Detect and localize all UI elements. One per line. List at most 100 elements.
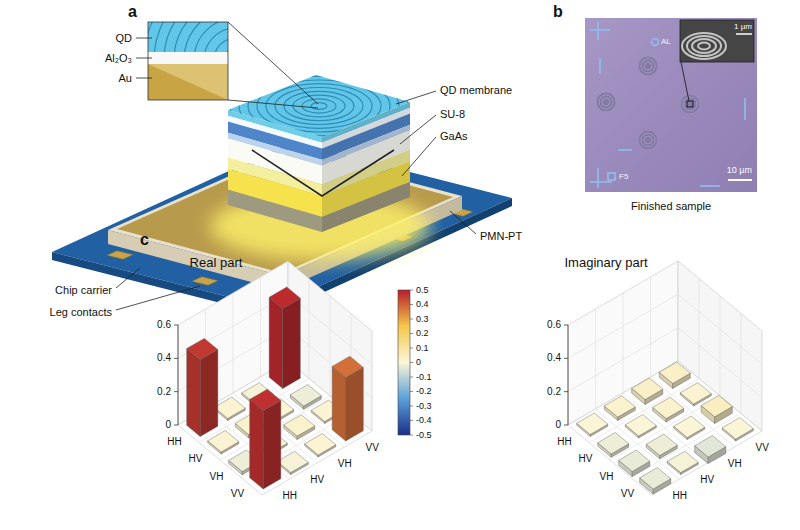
ring [311,103,327,110]
marker [590,181,612,183]
bar-top [667,451,698,472]
bar-top [284,415,315,436]
ring [302,99,336,113]
colorbar-tick: 0.3 [416,315,429,324]
tick-mark [410,290,413,291]
membrane-top [228,75,410,137]
bar-top [250,389,281,410]
bar-top [619,450,650,472]
part-label: Chip carrier [55,285,112,296]
part-label: Leg contacts [50,307,112,318]
leg-contact [192,277,218,286]
bar-top [604,396,635,417]
ring [644,62,652,70]
bar-top [674,416,705,438]
sem-ring [698,43,710,50]
zoom-line [681,62,689,101]
leader-line [400,115,436,144]
zoom-line [228,22,318,104]
bar-face [332,366,346,441]
tick-mark [564,391,568,392]
axis-tick: 0.6 [157,320,171,330]
axis-category: VH [210,472,224,482]
axis-category: HH [283,491,297,501]
ring [602,98,610,106]
sem-inset [680,20,754,62]
axis-tick: 0.6 [547,320,561,330]
inset-au-shine [148,64,228,100]
tick-mark [410,406,413,407]
bar-top [269,287,300,309]
grid-line [568,294,762,364]
grid-line [233,293,234,393]
axis-category: VH [728,459,742,469]
tick-mark [564,358,568,359]
grid-line [650,277,651,377]
grid-line [309,278,310,378]
leader-line [402,137,436,176]
tick-mark [174,425,178,426]
marker [700,185,720,187]
bar-top [659,362,690,384]
sample-disc [638,130,658,150]
layer-label: GaAs [440,131,468,142]
panel-caption: Finished sample [631,201,711,212]
bar-face [250,399,264,489]
leader-line [116,286,200,310]
bar-top [290,385,321,407]
wire [252,150,394,196]
colorbar-tick: 0.1 [416,344,429,353]
bar-top [701,395,732,416]
colorbar-tick: 0.2 [416,329,429,338]
ring [266,84,372,129]
axis-tick: 0.2 [547,387,561,397]
inset-al2o3 [148,52,228,64]
tick-mark [410,391,413,392]
bar-top [187,338,218,359]
leader-line [136,38,152,39]
tick-mark [564,425,568,426]
ring [214,38,228,52]
marker [597,168,599,188]
stack-layer [228,190,322,232]
axis-category: HV [579,454,593,464]
bar-top [577,413,608,435]
axis-category: VV [231,489,244,499]
z-axis [568,325,569,425]
ring [154,22,228,52]
ring [174,22,228,52]
bar-face [346,367,364,441]
tick-mark [174,391,178,392]
ring [230,69,408,144]
grid-line [623,293,624,393]
bar-top [598,433,629,455]
bar-face [263,400,281,489]
colorbar-tick: -0.3 [416,402,432,411]
bar-top [640,468,671,490]
tick-mark [410,435,413,436]
panel-letter: a [128,4,137,20]
marker [597,22,599,40]
sem-ring [687,36,721,56]
leader-line [450,211,476,234]
panel-letter: c [140,232,149,248]
marker [652,39,659,46]
scale-bar [736,33,752,35]
leader-line [136,78,152,79]
ring [224,48,228,52]
chart-title: Real part [190,256,243,269]
axis-category: VV [756,443,769,453]
tick-mark [174,358,178,359]
tick-mark [410,304,413,305]
inset-frame [148,22,228,100]
ring [239,72,399,139]
axis-category: HV [189,454,203,464]
axis-category: HH [167,437,181,447]
axis-category: HV [310,475,324,485]
bar-top [214,397,245,419]
bar-top [208,431,239,453]
axis-category: HH [557,437,571,447]
ring [293,95,345,117]
part-label: PMN-PT [480,231,522,242]
marker [590,29,610,31]
